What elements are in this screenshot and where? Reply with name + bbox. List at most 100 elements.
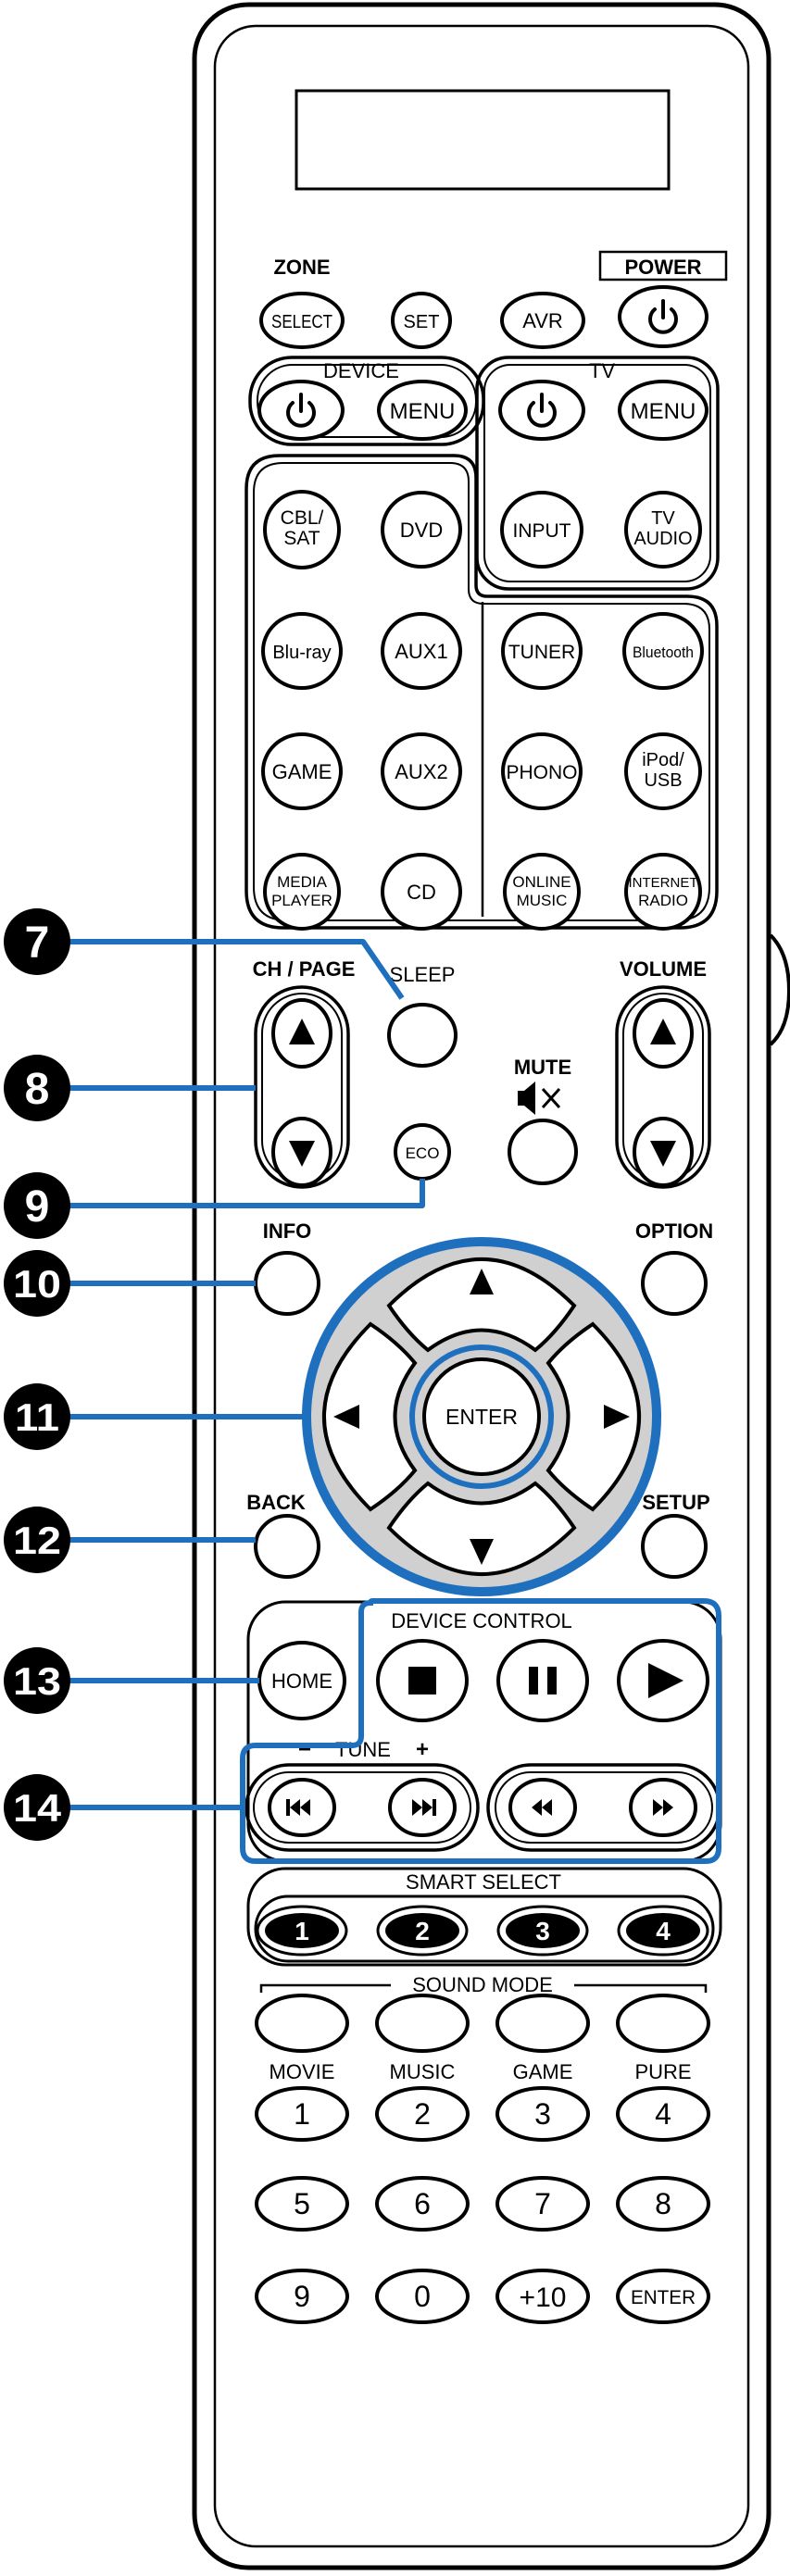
number-8-button[interactable] [616,2176,710,2232]
number-enter-button[interactable] [616,2269,710,2324]
smart-3-button[interactable] [496,1905,589,1957]
callout-12-label: 12 [13,1519,61,1562]
tv-audio-button[interactable] [624,491,702,569]
media-player-button[interactable] [263,853,341,931]
number-2-button[interactable] [375,2086,470,2142]
zone-label: ZONE [273,256,330,279]
tv-menu-button[interactable] [618,380,708,441]
info-button[interactable] [254,1251,320,1316]
number-6-label: 6 [414,2187,431,2220]
option-button[interactable] [641,1251,708,1316]
dpad-down-button[interactable] [386,1481,577,1576]
arrow-down-icon [470,1539,494,1565]
dpad-up-button[interactable] [386,1257,577,1353]
number-5-label: 5 [294,2187,310,2220]
tune-group [245,1763,480,1852]
pure-label: PURE [634,2060,691,2083]
ipod-usb-label-1: iPod/ [642,750,684,770]
game-button[interactable] [261,732,343,810]
smart-4-button[interactable] [617,1905,709,1957]
cbl-sat-button[interactable] [263,490,341,569]
movie-label: MOVIE [270,2060,335,2083]
online-music-label-2: MUSIC [517,892,568,909]
callout-9-label: 9 [25,1182,50,1232]
number-3-button[interactable] [495,2086,590,2142]
sound-mode-1-button[interactable] [255,1994,349,2053]
number-9-button[interactable] [255,2269,349,2324]
power-icon [648,299,678,334]
phono-label: PHONO [506,762,577,783]
online-music-button[interactable] [503,853,581,931]
callout-11-badge [4,1383,70,1450]
bluray-button[interactable] [261,612,343,690]
number-5-button[interactable] [255,2176,349,2232]
phono-button[interactable] [501,732,583,810]
aux2-button[interactable] [381,732,462,810]
arrow-up-icon [470,1269,494,1294]
skip-forward-icon [412,1799,436,1816]
smart-1-button[interactable] [256,1905,348,1957]
bluetooth-button[interactable] [622,612,704,690]
info-label: INFO [263,1219,312,1243]
back-button[interactable] [254,1514,320,1579]
display-window [295,89,671,191]
callout-14-badge [4,1774,70,1841]
dpad-right-button[interactable] [545,1321,641,1512]
number-1-button[interactable] [255,2086,349,2142]
number-7-button[interactable] [495,2176,590,2232]
game-mode-label: GAME [513,2060,573,2083]
smart-2-button[interactable] [376,1905,469,1957]
mute-button[interactable] [508,1119,578,1185]
number-0-button[interactable] [375,2269,470,2324]
enter-button[interactable] [422,1357,541,1476]
aux1-button[interactable] [381,612,462,690]
number-3-label: 3 [534,2097,551,2131]
tune-plus-label: + [416,1737,429,1762]
smart-select-group [246,1867,722,1967]
pause-icon [529,1667,557,1694]
setup-button[interactable] [641,1514,708,1579]
internet-radio-label-2: RADIO [638,892,688,909]
plus-10-button[interactable] [495,2269,590,2324]
pause-button[interactable] [496,1639,589,1722]
smart-select-label: SMART SELECT [406,1870,561,1894]
zone-select-button[interactable] [259,292,345,349]
tuner-button[interactable] [501,612,583,690]
number-9-label: 9 [294,2280,310,2313]
skip-back-icon [286,1799,310,1816]
device-menu-button[interactable] [377,380,468,441]
bluetooth-label: Bluetooth [633,644,694,661]
arrow-down-icon [650,1141,676,1167]
mute-label: MUTE [514,1056,571,1079]
tv-input-button[interactable] [500,491,583,569]
sound-mode-3-button[interactable] [495,1994,590,2053]
callout-14-label: 14 [13,1786,62,1830]
device-control-label: DEVICE CONTROL [391,1609,572,1632]
ipod-usb-button[interactable] [624,732,702,810]
aux2-label: AUX2 [395,760,447,783]
number-4-button[interactable] [616,2086,710,2142]
sound-mode-2-button[interactable] [375,1994,470,2053]
callout-13-label: 13 [13,1659,61,1703]
aux1-label: AUX1 [395,640,447,663]
play-icon [648,1663,683,1698]
callout-10-label: 10 [13,1262,61,1306]
volume-label: VOLUME [620,957,707,981]
number-2-label: 2 [414,2097,431,2131]
sleep-button[interactable] [387,1003,458,1068]
device-label: DEVICE [323,359,399,382]
dvd-button[interactable] [381,491,462,569]
internet-radio-button[interactable] [624,853,702,931]
internet-radio-label-1: INTERNET [629,875,698,891]
avr-button[interactable] [500,292,585,349]
smart-3-label: 3 [535,1917,550,1945]
sound-mode-4-button[interactable] [616,1994,710,2053]
tv-label: TV [589,359,615,382]
tv-menu-label: MENU [631,399,696,424]
zone-set-button[interactable] [391,292,452,349]
dpad-left-button[interactable] [322,1321,418,1512]
number-6-button[interactable] [375,2176,470,2232]
callout-7-badge [4,908,70,975]
cd-button[interactable] [381,853,462,931]
